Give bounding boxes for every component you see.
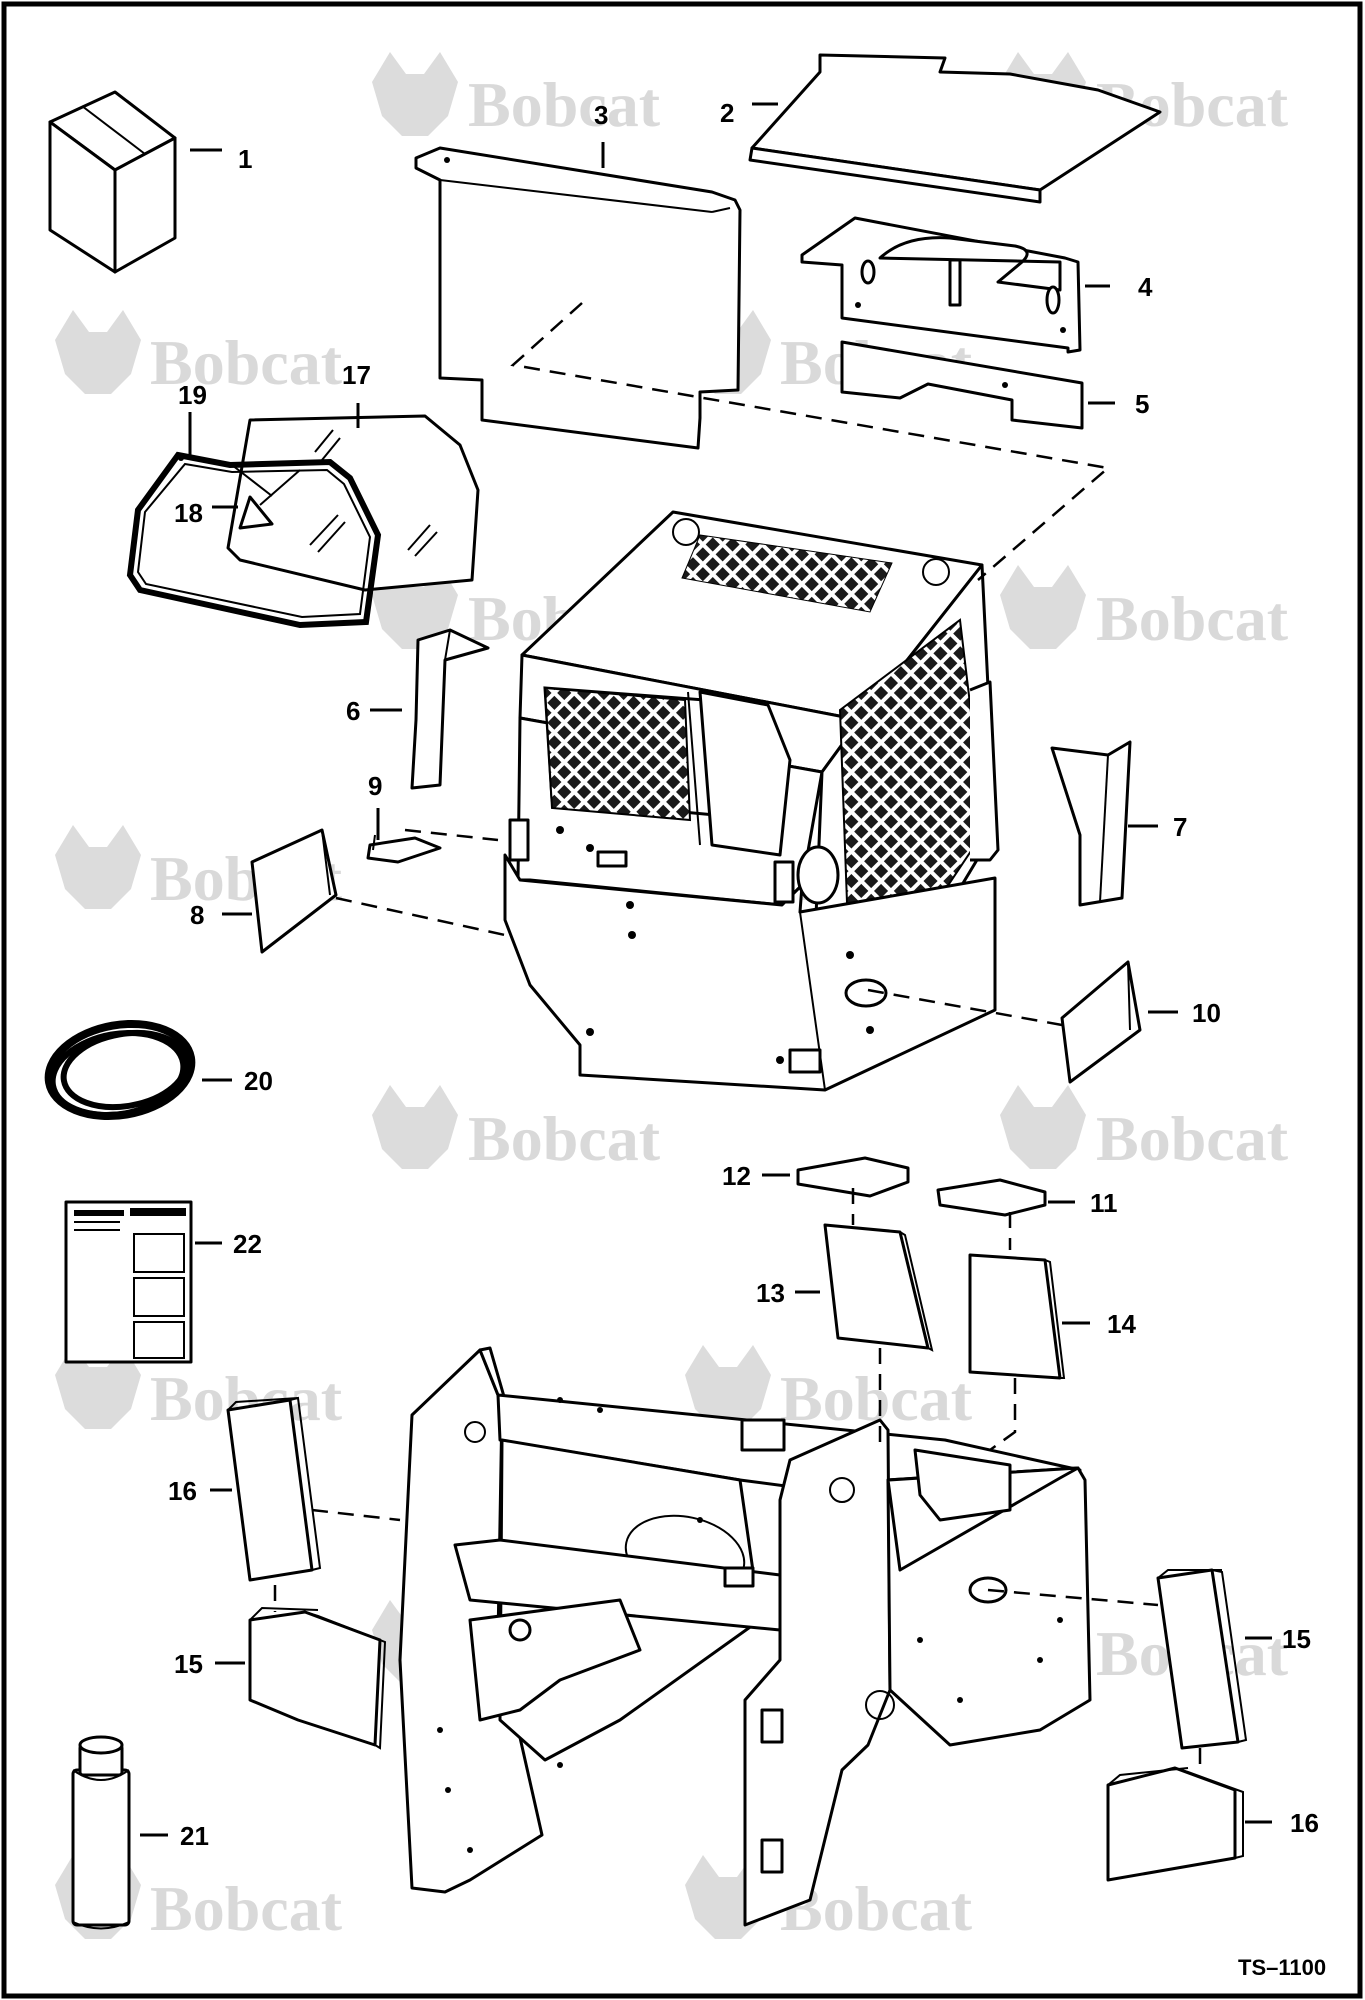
callout-19: 19 bbox=[178, 380, 207, 410]
callout-4: 4 bbox=[1138, 272, 1153, 302]
callout-22: 22 bbox=[233, 1229, 262, 1259]
part-9-small-pad bbox=[366, 834, 442, 864]
callout-labels: 1 2 3 4 5 6 7 8 9 10 11 12 13 14 15 16 1… bbox=[168, 98, 1319, 1851]
part-7-corner-pad bbox=[1050, 740, 1132, 907]
callout-13: 13 bbox=[756, 1278, 785, 1308]
callout-5: 5 bbox=[1135, 389, 1149, 419]
part-1-kit-box bbox=[48, 90, 177, 274]
part-15-left-pad bbox=[248, 1606, 387, 1750]
part-12-pad bbox=[796, 1156, 910, 1198]
part-4-bracket bbox=[800, 216, 1082, 354]
callout-14: 14 bbox=[1107, 1309, 1136, 1339]
part-16-left-pad bbox=[226, 1396, 322, 1582]
callout-10: 10 bbox=[1192, 998, 1221, 1028]
part-10-side-pad bbox=[1060, 960, 1142, 1084]
part-15-right-pad bbox=[1106, 1766, 1244, 1882]
part-13-pad bbox=[823, 1223, 934, 1352]
callout-18: 18 bbox=[174, 498, 203, 528]
callout-15-right: 16 bbox=[1290, 1808, 1319, 1838]
callout-11: 11 bbox=[1090, 1188, 1118, 1218]
callout-8: 8 bbox=[190, 900, 204, 930]
watermark-text: Bobcat bbox=[150, 327, 343, 398]
cab-assembly bbox=[503, 510, 1000, 1092]
callout-16-right: 15 bbox=[1282, 1624, 1311, 1654]
callout-7: 7 bbox=[1173, 812, 1187, 842]
part-21-adhesive-can bbox=[71, 1735, 131, 1930]
watermark-text: Bobcat bbox=[468, 69, 661, 140]
callout-3: 3 bbox=[594, 100, 608, 130]
callout-1: 1 bbox=[238, 144, 252, 174]
watermark-text: Bobcat bbox=[150, 1873, 343, 1944]
callout-12: 12 bbox=[722, 1161, 751, 1191]
main-frame bbox=[398, 1346, 1092, 1927]
roof-vent-grid bbox=[681, 534, 893, 613]
callout-16-left: 16 bbox=[168, 1476, 197, 1506]
part-19-window-seal bbox=[126, 451, 382, 629]
figure-id: TS–1100 bbox=[1238, 1955, 1326, 1980]
part-20-rubber-seal bbox=[44, 1019, 196, 1121]
part-5-plate bbox=[840, 340, 1084, 430]
part-2-roof-insulation bbox=[748, 53, 1162, 204]
callout-21: 21 bbox=[180, 1821, 209, 1851]
part-22-decal-sheet bbox=[64, 1200, 193, 1364]
part-11-pad bbox=[936, 1178, 1047, 1217]
leader-lines bbox=[140, 102, 1272, 1837]
callout-20: 20 bbox=[244, 1066, 273, 1096]
part-3-rear-panel bbox=[414, 146, 742, 450]
watermark-text: Bobcat bbox=[468, 1103, 661, 1174]
callout-6: 6 bbox=[346, 696, 360, 726]
assembly-lines bbox=[273, 302, 1202, 1770]
callout-17: 17 bbox=[342, 360, 371, 390]
part-16-right-pad bbox=[1156, 1568, 1248, 1750]
watermark-text: Bobcat bbox=[1096, 1103, 1289, 1174]
callout-9: 9 bbox=[368, 771, 382, 801]
part-14-pad bbox=[968, 1253, 1066, 1380]
part-6-corner-pad bbox=[410, 628, 490, 790]
watermark-text: Bobcat bbox=[1096, 583, 1289, 654]
callout-15-left: 15 bbox=[174, 1649, 203, 1679]
callout-2: 2 bbox=[720, 98, 734, 128]
part-8-side-pad bbox=[250, 828, 338, 954]
